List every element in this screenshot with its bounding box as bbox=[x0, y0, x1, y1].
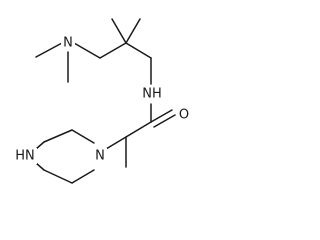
atom-labels: N NH O N HN bbox=[13, 35, 191, 164]
structural-formula: N NH O N HN bbox=[13, 18, 191, 184]
bond-quaternary-methyl-2 bbox=[125, 18, 141, 44]
bond-quaternary-methyl-1 bbox=[111, 18, 127, 44]
atom-o-carbonyl: O bbox=[179, 108, 189, 123]
bond-carbonyl-double-2 bbox=[153, 114, 176, 128]
bond-methyl-n-left bbox=[35, 42, 63, 58]
bond-ring-bottom bbox=[43, 169, 73, 184]
bond-ring-left-nh bbox=[35, 141, 45, 150]
bond-ch2-quaternary-c bbox=[99, 42, 127, 59]
bond-n-ch2 bbox=[73, 42, 101, 59]
bond-ring-top-left bbox=[43, 129, 73, 143]
bond-ring-nh-bottom bbox=[35, 162, 45, 171]
bond-ring-n-top bbox=[71, 129, 95, 144]
atom-nh-amide: NH bbox=[142, 87, 162, 102]
bond-quaternary-ch2 bbox=[125, 42, 152, 59]
atom-n-piperazine: N bbox=[95, 149, 105, 164]
atom-n-dimethylamino: N bbox=[63, 36, 73, 51]
bonds bbox=[35, 18, 176, 184]
bond-carbonyl-double-1 bbox=[150, 109, 173, 123]
bond-ring-bottom-n bbox=[71, 169, 95, 184]
atom-nh-piperazine: HN bbox=[15, 149, 35, 164]
bond-alpha-n-ring bbox=[105, 136, 127, 150]
bond-carbonyl-alpha-c bbox=[125, 121, 152, 138]
